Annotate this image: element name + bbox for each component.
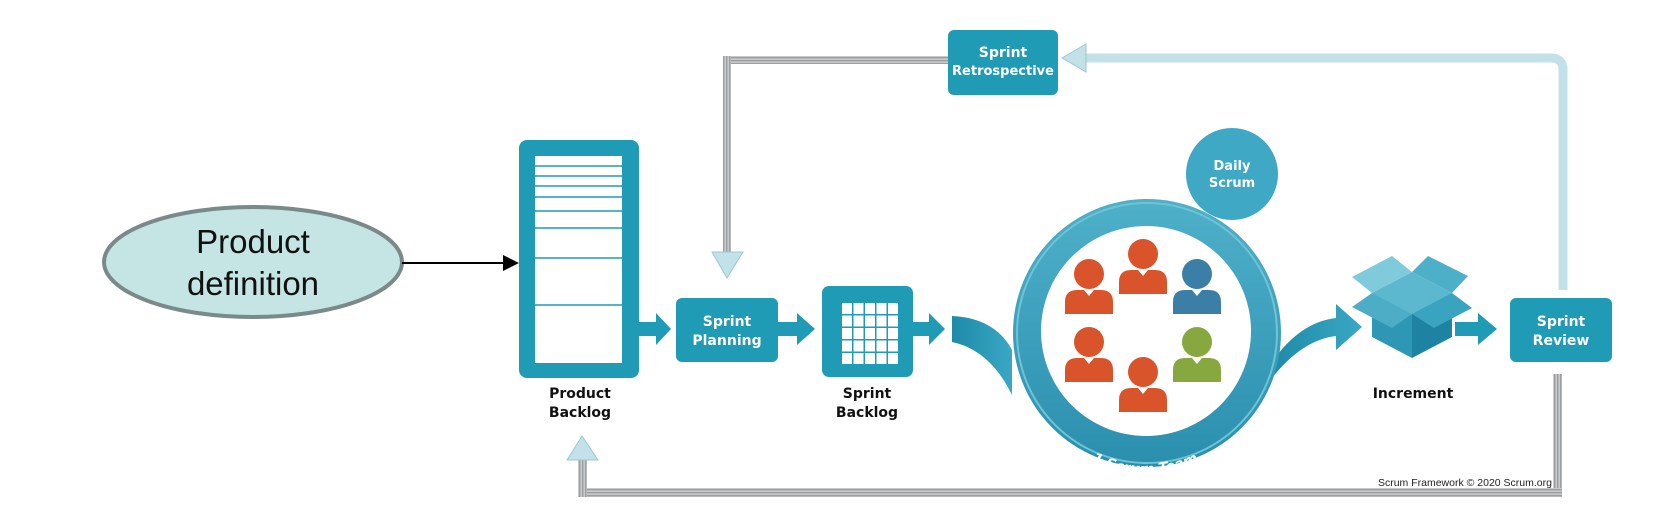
swoosh-into-sprint [952, 316, 1012, 395]
grid-cell [888, 303, 898, 314]
product-backlog: Product Backlog [519, 140, 639, 421]
person-icon [1119, 357, 1167, 412]
product-definition: Product definition [102, 205, 404, 319]
grid-cell [853, 303, 864, 314]
person-icon [1065, 327, 1113, 382]
sprint-review: Sprint Review [1510, 298, 1612, 362]
swoosh-out-of-sprint [1272, 304, 1362, 378]
sprint-review-label-line2: Review [1533, 333, 1590, 349]
sprint-backlog: Sprint Backlog [822, 286, 913, 421]
grid-cell [842, 340, 852, 352]
grid-cell [853, 340, 864, 352]
grid-cell [865, 328, 875, 339]
grid-cell [876, 315, 887, 327]
grid-cell [842, 328, 852, 339]
retrospective-to-planning-loop [711, 56, 948, 279]
daily-scrum: Daily Scrum [1186, 128, 1278, 220]
grid-cell [876, 340, 887, 352]
grid-cell [876, 353, 887, 364]
review-to-retrospective-loop [1061, 43, 1568, 290]
sprint-retrospective-label-line2: Retrospective [952, 64, 1054, 79]
grid-cell [853, 353, 864, 364]
flow-arrow-backlog-to-planning [639, 313, 671, 345]
sprint-review-label-line1: Sprint [1537, 314, 1586, 330]
product-backlog-label-line1: Product [549, 386, 611, 402]
increment-label: Increment [1373, 386, 1454, 402]
grid-cell [842, 315, 852, 327]
sprint-retrospective: Sprint Retrospective [948, 30, 1058, 95]
grid-cell [853, 315, 864, 327]
increment: Increment [1352, 256, 1472, 402]
sprint-planning: Sprint Planning [676, 298, 778, 362]
sprint-retrospective-label-line1: Sprint [979, 45, 1028, 61]
team-members [1065, 239, 1221, 412]
person-icon [1119, 239, 1167, 294]
person-icon [1065, 259, 1113, 314]
copyright-text: Scrum Framework © 2020 Scrum.org [1378, 477, 1552, 489]
flow-arrow-sprint-backlog-to-team [913, 313, 945, 345]
flow-arrow-planning-to-sprint-backlog [778, 313, 815, 345]
daily-scrum-label-line2: Scrum [1209, 176, 1255, 191]
daily-scrum-label-line1: Daily [1214, 159, 1251, 174]
open-box-icon [1352, 256, 1472, 358]
flow-arrow-increment-to-review [1455, 313, 1497, 345]
grid-cell [876, 303, 887, 314]
grid-cell [876, 328, 887, 339]
sprint-planning-label-line1: Sprint [703, 314, 752, 330]
sprint-backlog-label-line1: Sprint [843, 386, 892, 402]
sprint-backlog-grid [842, 303, 898, 364]
person-icon [1173, 327, 1221, 382]
grid-cell [842, 353, 852, 364]
grid-cell [888, 353, 898, 364]
grid-cell [888, 340, 898, 352]
grid-cell [865, 353, 875, 364]
grid-cell [853, 328, 864, 339]
sprint-planning-label-line2: Planning [692, 333, 761, 349]
grid-cell [842, 303, 852, 314]
product-definition-label-line2: definition [187, 265, 319, 302]
grid-cell [865, 340, 875, 352]
product-backlog-label-line2: Backlog [549, 405, 611, 421]
sprint-backlog-label-line2: Backlog [836, 405, 898, 421]
review-to-backlog-loop [566, 374, 1562, 497]
person-icon [1173, 259, 1221, 314]
grid-cell [865, 315, 875, 327]
product-definition-label-line1: Product [196, 223, 310, 260]
grid-cell [865, 303, 875, 314]
grid-cell [888, 328, 898, 339]
definition-to-backlog-arrow [402, 255, 519, 271]
grid-cell [888, 315, 898, 327]
